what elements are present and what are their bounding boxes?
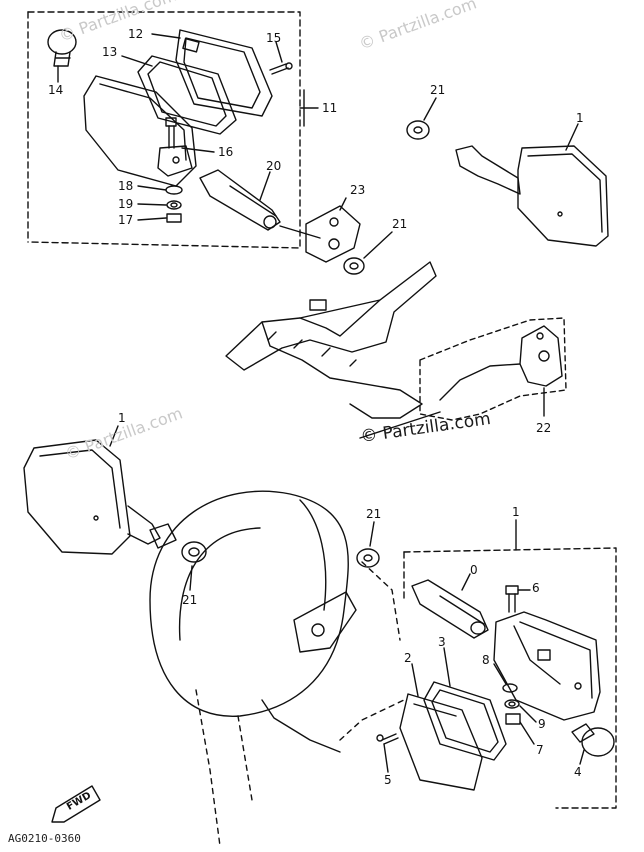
washer-9	[504, 699, 520, 709]
leader-1-top	[565, 123, 579, 151]
callout-20: 20	[266, 159, 282, 173]
callout-11: 11	[322, 101, 338, 115]
leader-18	[137, 185, 167, 191]
leader-7	[519, 721, 535, 745]
leader-16	[181, 147, 215, 153]
lens-2	[399, 693, 483, 791]
leader-21-bottom	[369, 521, 375, 547]
screw-15	[269, 62, 293, 75]
leader-5	[383, 743, 389, 773]
callout-6: 6	[532, 581, 540, 595]
callout-4: 4	[574, 765, 582, 779]
callout-7: 7	[536, 743, 544, 757]
callout-1-top: 1	[576, 111, 584, 125]
gasket-13	[137, 55, 237, 135]
callout-13: 13	[102, 45, 118, 59]
leader-3	[443, 647, 451, 687]
callout-3: 3	[438, 635, 446, 649]
bolt-6	[505, 585, 519, 613]
callout-8: 8	[482, 653, 490, 667]
nut-21-mid	[343, 257, 365, 275]
callout-17: 17	[118, 213, 134, 227]
leader-13	[121, 55, 153, 67]
callout-21-left: 21	[182, 593, 198, 607]
callout-21-mid: 21	[392, 217, 408, 231]
mount-line-stay20	[279, 225, 321, 239]
callout-0: 0	[470, 563, 478, 577]
callout-9: 9	[538, 717, 546, 731]
leader-0	[461, 573, 471, 591]
callout-5: 5	[384, 773, 392, 787]
turn-signal-housing-bottom	[493, 611, 601, 721]
leader-19	[137, 203, 167, 206]
group-box-bottom-right	[403, 547, 617, 809]
callout-19: 19	[118, 197, 134, 211]
nut-7	[505, 713, 521, 725]
washer-19	[166, 200, 182, 210]
bulb-4	[571, 723, 615, 757]
callout-1-left: 1	[118, 411, 126, 425]
leader-9	[519, 705, 537, 723]
turn-signal-left	[23, 439, 161, 555]
washer-8	[502, 683, 518, 693]
leader-23	[339, 197, 347, 211]
callout-23: 23	[350, 183, 366, 197]
gasket-3	[423, 681, 507, 761]
bulb-14	[47, 29, 77, 67]
group-box-top-left	[27, 11, 301, 249]
stay-20	[199, 169, 281, 231]
callout-21-bottom: 21	[366, 507, 382, 521]
fwd-arrow	[51, 785, 101, 823]
callout-14: 14	[48, 83, 64, 97]
bolt-16	[165, 117, 177, 149]
leader-21-top	[423, 97, 437, 121]
nut-21-bottom	[356, 548, 380, 568]
reflector-housing-top	[83, 75, 197, 187]
callout-15: 15	[266, 31, 282, 45]
stay-0	[411, 579, 489, 639]
stay-22	[519, 325, 563, 387]
washer-18	[165, 185, 183, 195]
leader-20	[259, 171, 271, 201]
leader-1-left	[109, 425, 119, 447]
clamp-block	[157, 145, 193, 177]
callout-16: 16	[218, 145, 234, 159]
headlight-shell	[149, 490, 357, 753]
leader-12	[151, 33, 181, 39]
leader-15	[275, 41, 283, 63]
frame-bracket	[225, 261, 567, 439]
leader-2	[411, 663, 419, 697]
nut-17	[166, 213, 182, 223]
stay-23	[305, 205, 361, 263]
screw-5	[376, 733, 399, 745]
drawing-code: AG0210-0360	[8, 832, 81, 845]
lens-12	[175, 29, 273, 117]
callout-21-top: 21	[430, 83, 446, 97]
nut-21-top	[406, 120, 430, 140]
callout-1-bottom: 1	[512, 505, 520, 519]
leader-11	[299, 89, 319, 127]
turn-signal-right-top	[455, 145, 609, 247]
leader-4	[579, 749, 585, 765]
fork-outline	[195, 561, 405, 847]
nut-21-left	[149, 523, 207, 563]
leader-21-mid	[363, 231, 393, 259]
leader-17	[137, 217, 167, 221]
leader-8	[493, 663, 507, 685]
callout-12: 12	[128, 27, 144, 41]
callout-22: 22	[536, 421, 552, 435]
callout-2: 2	[404, 651, 412, 665]
callout-18: 18	[118, 179, 134, 193]
